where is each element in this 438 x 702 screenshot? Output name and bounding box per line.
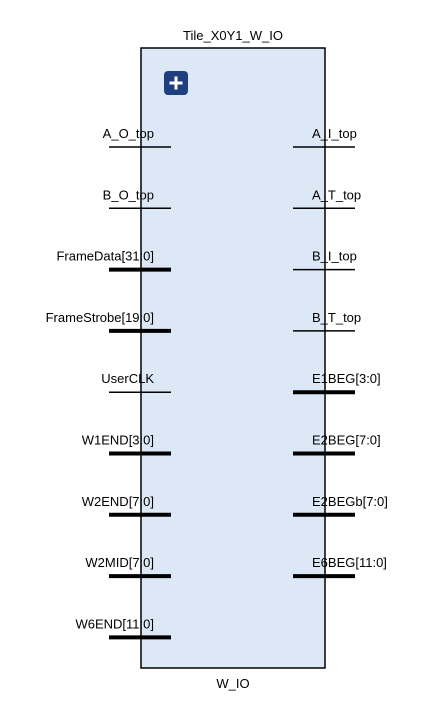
expand-button[interactable] — [164, 71, 188, 95]
right-port-e2beg[interactable]: E2BEG[7:0] — [293, 433, 381, 456]
left-port-label: W1END[3:0] — [82, 433, 154, 448]
left-port-framedata[interactable]: FrameData[31:0] — [56, 249, 171, 272]
left-port-w6end[interactable]: W6END[11:0] — [75, 616, 171, 640]
right-port-label: E6BEG[11:0] — [312, 555, 387, 570]
block-title: Tile_X0Y1_W_IO — [183, 28, 283, 43]
right-port-label: B_T_top — [312, 310, 361, 325]
left-port-label: FrameStrobe[19:0] — [46, 310, 154, 325]
right-port-a-t-top[interactable]: A_T_top — [293, 187, 361, 210]
left-port-a-o-top[interactable]: A_O_top — [103, 126, 171, 148]
left-port-label: A_O_top — [103, 126, 154, 141]
left-port-framestrobe[interactable]: FrameStrobe[19:0] — [46, 310, 171, 333]
left-port-label: FrameData[31:0] — [56, 249, 154, 264]
left-port-label: W6END[11:0] — [75, 616, 154, 631]
right-port-b-t-top[interactable]: B_T_top — [293, 310, 361, 332]
left-port-w2mid[interactable]: W2MID[7:0] — [85, 555, 171, 579]
left-port-userclk[interactable]: UserCLK — [101, 371, 171, 393]
right-port-label: E1BEG[3:0] — [312, 371, 381, 386]
left-port-w2end[interactable]: W2END[7:0] — [82, 494, 171, 517]
right-port-label: E2BEGb[7:0] — [312, 494, 388, 509]
plus-icon — [169, 76, 183, 90]
right-port-b-i-top[interactable]: B_I_top — [293, 249, 357, 271]
right-port-label: A_T_top — [312, 187, 361, 202]
block-body[interactable] — [140, 47, 326, 669]
right-port-label: B_I_top — [312, 249, 357, 264]
left-port-b-o-top[interactable]: B_O_top — [103, 187, 171, 210]
right-port-e2begb[interactable]: E2BEGb[7:0] — [293, 494, 388, 517]
left-port-label: W2MID[7:0] — [85, 555, 154, 570]
block-name: W_IO — [216, 676, 249, 691]
right-port-a-i-top[interactable]: A_I_top — [293, 126, 357, 148]
left-port-label: UserCLK — [101, 371, 154, 386]
right-port-e6beg[interactable]: E6BEG[11:0] — [293, 555, 387, 579]
right-port-e1beg[interactable]: E1BEG[3:0] — [293, 371, 381, 395]
right-port-label: A_I_top — [312, 126, 357, 141]
left-port-w1end[interactable]: W1END[3:0] — [82, 433, 171, 456]
left-port-label: B_O_top — [103, 187, 154, 202]
right-port-label: E2BEG[7:0] — [312, 433, 381, 448]
left-port-label: W2END[7:0] — [82, 494, 154, 509]
